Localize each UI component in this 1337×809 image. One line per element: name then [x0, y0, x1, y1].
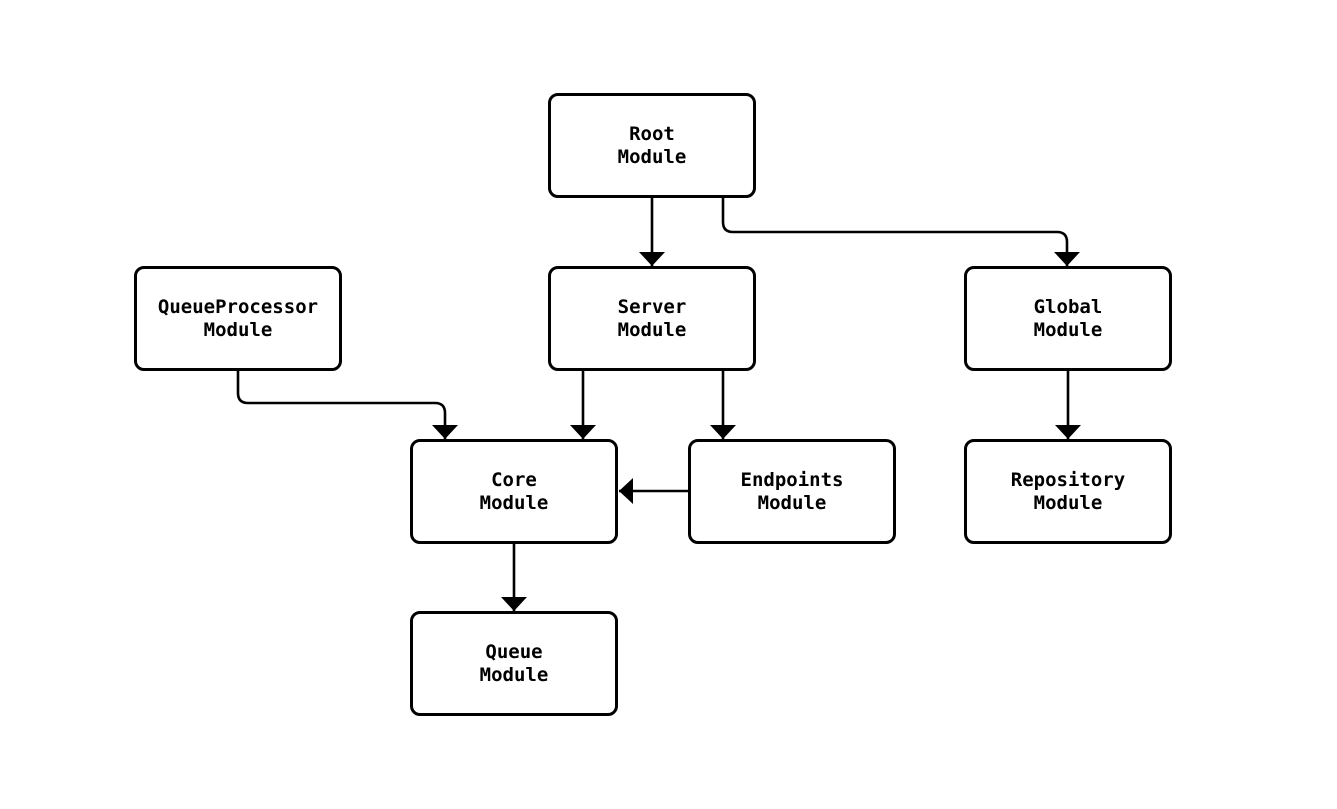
node-core-module-label: Core Module [479, 468, 549, 514]
node-endpoints-module-label: Endpoints Module [740, 468, 844, 514]
node-endpoints-module: Endpoints Module [688, 439, 896, 544]
node-server-module: Server Module [548, 266, 756, 371]
node-root-module-label: Root Module [617, 122, 687, 168]
node-queue-module-label: Queue Module [479, 640, 549, 686]
node-repository-module: Repository Module [964, 439, 1172, 544]
node-root-module: Root Module [548, 93, 756, 198]
node-global-module-label: Global Module [1033, 295, 1103, 341]
node-core-module: Core Module [410, 439, 618, 544]
node-server-module-label: Server Module [617, 295, 687, 341]
node-global-module: Global Module [964, 266, 1172, 371]
edge-queueprocessor-to-core [236, 371, 458, 439]
node-queueprocessor-module: QueueProcessor Module [134, 266, 342, 371]
node-queueprocessor-module-label: QueueProcessor Module [157, 295, 319, 341]
edge-root-to-global [721, 198, 1080, 266]
node-repository-module-label: Repository Module [1010, 468, 1126, 514]
node-queue-module: Queue Module [410, 611, 618, 716]
